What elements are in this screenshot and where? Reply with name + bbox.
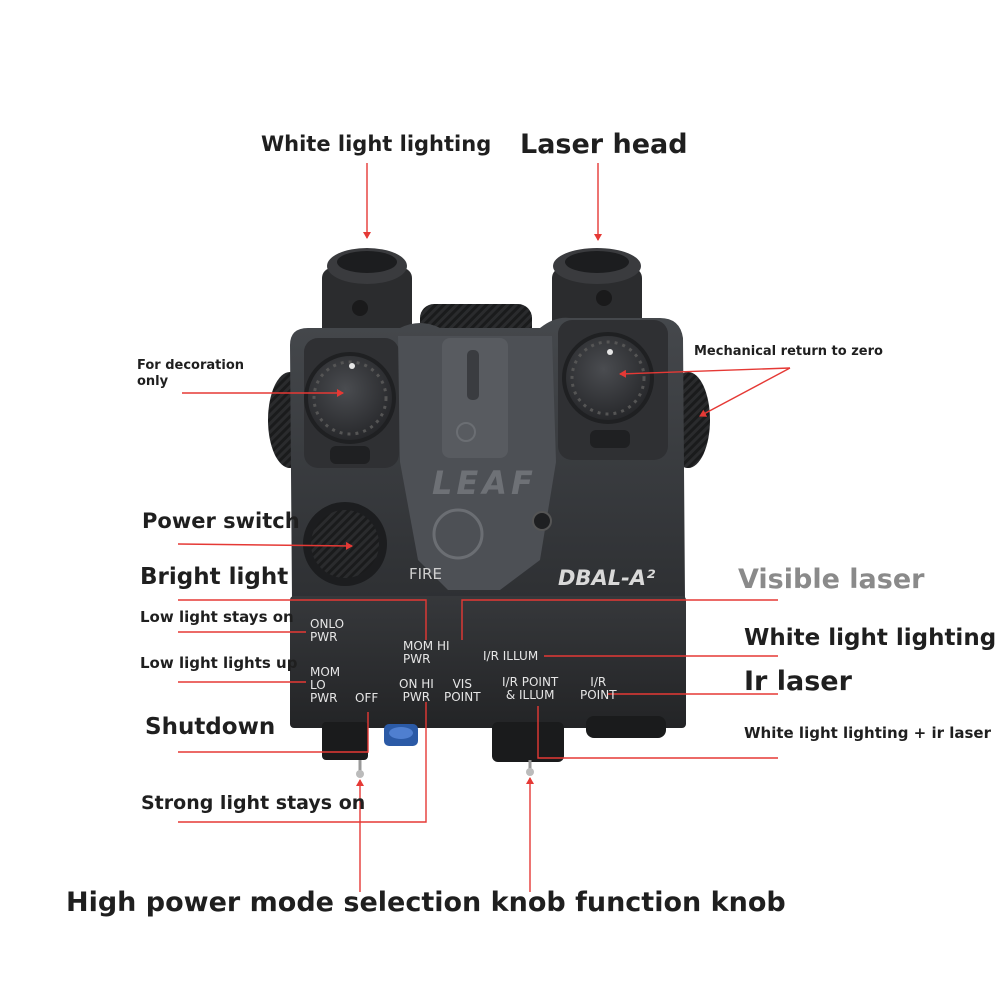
- function-knob: [492, 722, 564, 776]
- bottom-caption: High power mode selection knob function …: [66, 887, 786, 918]
- device-lower-body: [290, 596, 686, 728]
- body-screw: [532, 511, 552, 531]
- label-white-light-right: White light lighting: [744, 625, 997, 651]
- blue-button: [384, 724, 418, 746]
- right-adjust-dial: [558, 320, 668, 460]
- label-visible-laser: Visible laser: [738, 564, 925, 595]
- label-strong-stays-on: Strong light stays on: [141, 792, 366, 814]
- marking-ir-point-illum: I/R POINT& ILLUM: [502, 675, 559, 702]
- label-power-switch: Power switch: [142, 509, 300, 533]
- label-white-plus-ir: White light lighting + ir laser: [744, 724, 991, 742]
- label-mechanical-zero: Mechanical return to zero: [694, 344, 883, 359]
- label-ir-laser: Ir laser: [744, 666, 852, 697]
- ir-port: [586, 716, 666, 738]
- marking-ir-illum: I/R ILLUM: [483, 649, 539, 663]
- model-marking: DBAL-A²: [558, 566, 656, 590]
- left-adjust-dial: [304, 338, 399, 468]
- label-bright-light: Bright light: [140, 564, 289, 590]
- label-low-stays-on: Low light stays on: [140, 608, 294, 626]
- mode-selection-knob: [322, 722, 368, 778]
- fire-marking: FIRE: [409, 565, 442, 583]
- marking-off: OFF: [355, 691, 379, 705]
- label-white-light-top: White light lighting: [261, 132, 492, 156]
- label-laser-head: Laser head: [520, 129, 688, 160]
- rail-mount-plate: [398, 336, 556, 590]
- white-light-head: [322, 248, 412, 338]
- leader-lines: [177, 163, 791, 892]
- label-shutdown: Shutdown: [145, 714, 276, 740]
- brand-marking: LEAF: [432, 464, 537, 502]
- label-low-lights-up: Low light lights up: [140, 654, 298, 672]
- power-switch-knob: [303, 502, 387, 586]
